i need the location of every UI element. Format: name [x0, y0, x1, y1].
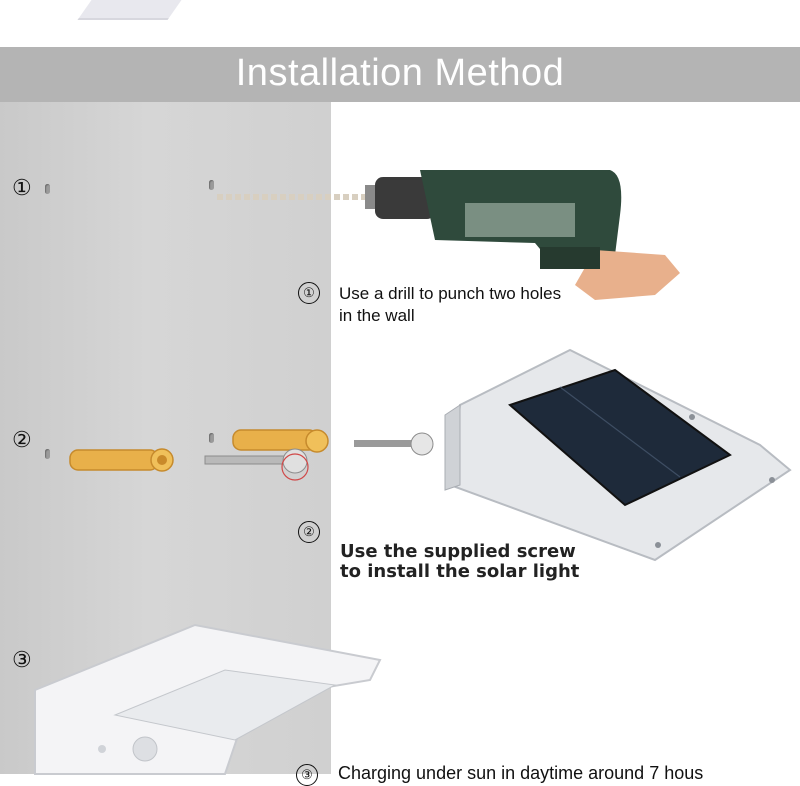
anchor-hole-right: [209, 433, 214, 443]
previous-section-fragment: [77, 0, 189, 20]
mounted-solar-light: [34, 623, 382, 775]
drill-hole-right: [209, 180, 214, 190]
wall-anchor-with-screw: [204, 429, 329, 481]
screw-icon: [354, 432, 434, 456]
solar-panel-light: [444, 348, 792, 562]
step-1-wall-number: ①: [12, 176, 32, 201]
anchor-hole-left: [45, 449, 50, 459]
wall-anchor-loose: [69, 448, 174, 472]
step-2-caption: Use the supplied screw to install the so…: [340, 541, 580, 582]
step-2-wall-number: ②: [12, 428, 32, 453]
step-1-caption-number: ①: [298, 282, 320, 304]
step-2-caption-number: ②: [298, 521, 320, 543]
drill-hole-left: [45, 184, 50, 194]
step-3-wall-number: ③: [12, 648, 32, 673]
step-3-caption: Charging under sun in daytime around 7 h…: [338, 763, 704, 783]
top-strip: [0, 0, 800, 47]
section-banner: Installation Method: [0, 47, 800, 102]
drill-illustration: [217, 170, 680, 300]
step-3-caption-number: ③: [296, 764, 318, 786]
step-1-caption: Use a drill to punch two holes in the wa…: [339, 284, 562, 325]
